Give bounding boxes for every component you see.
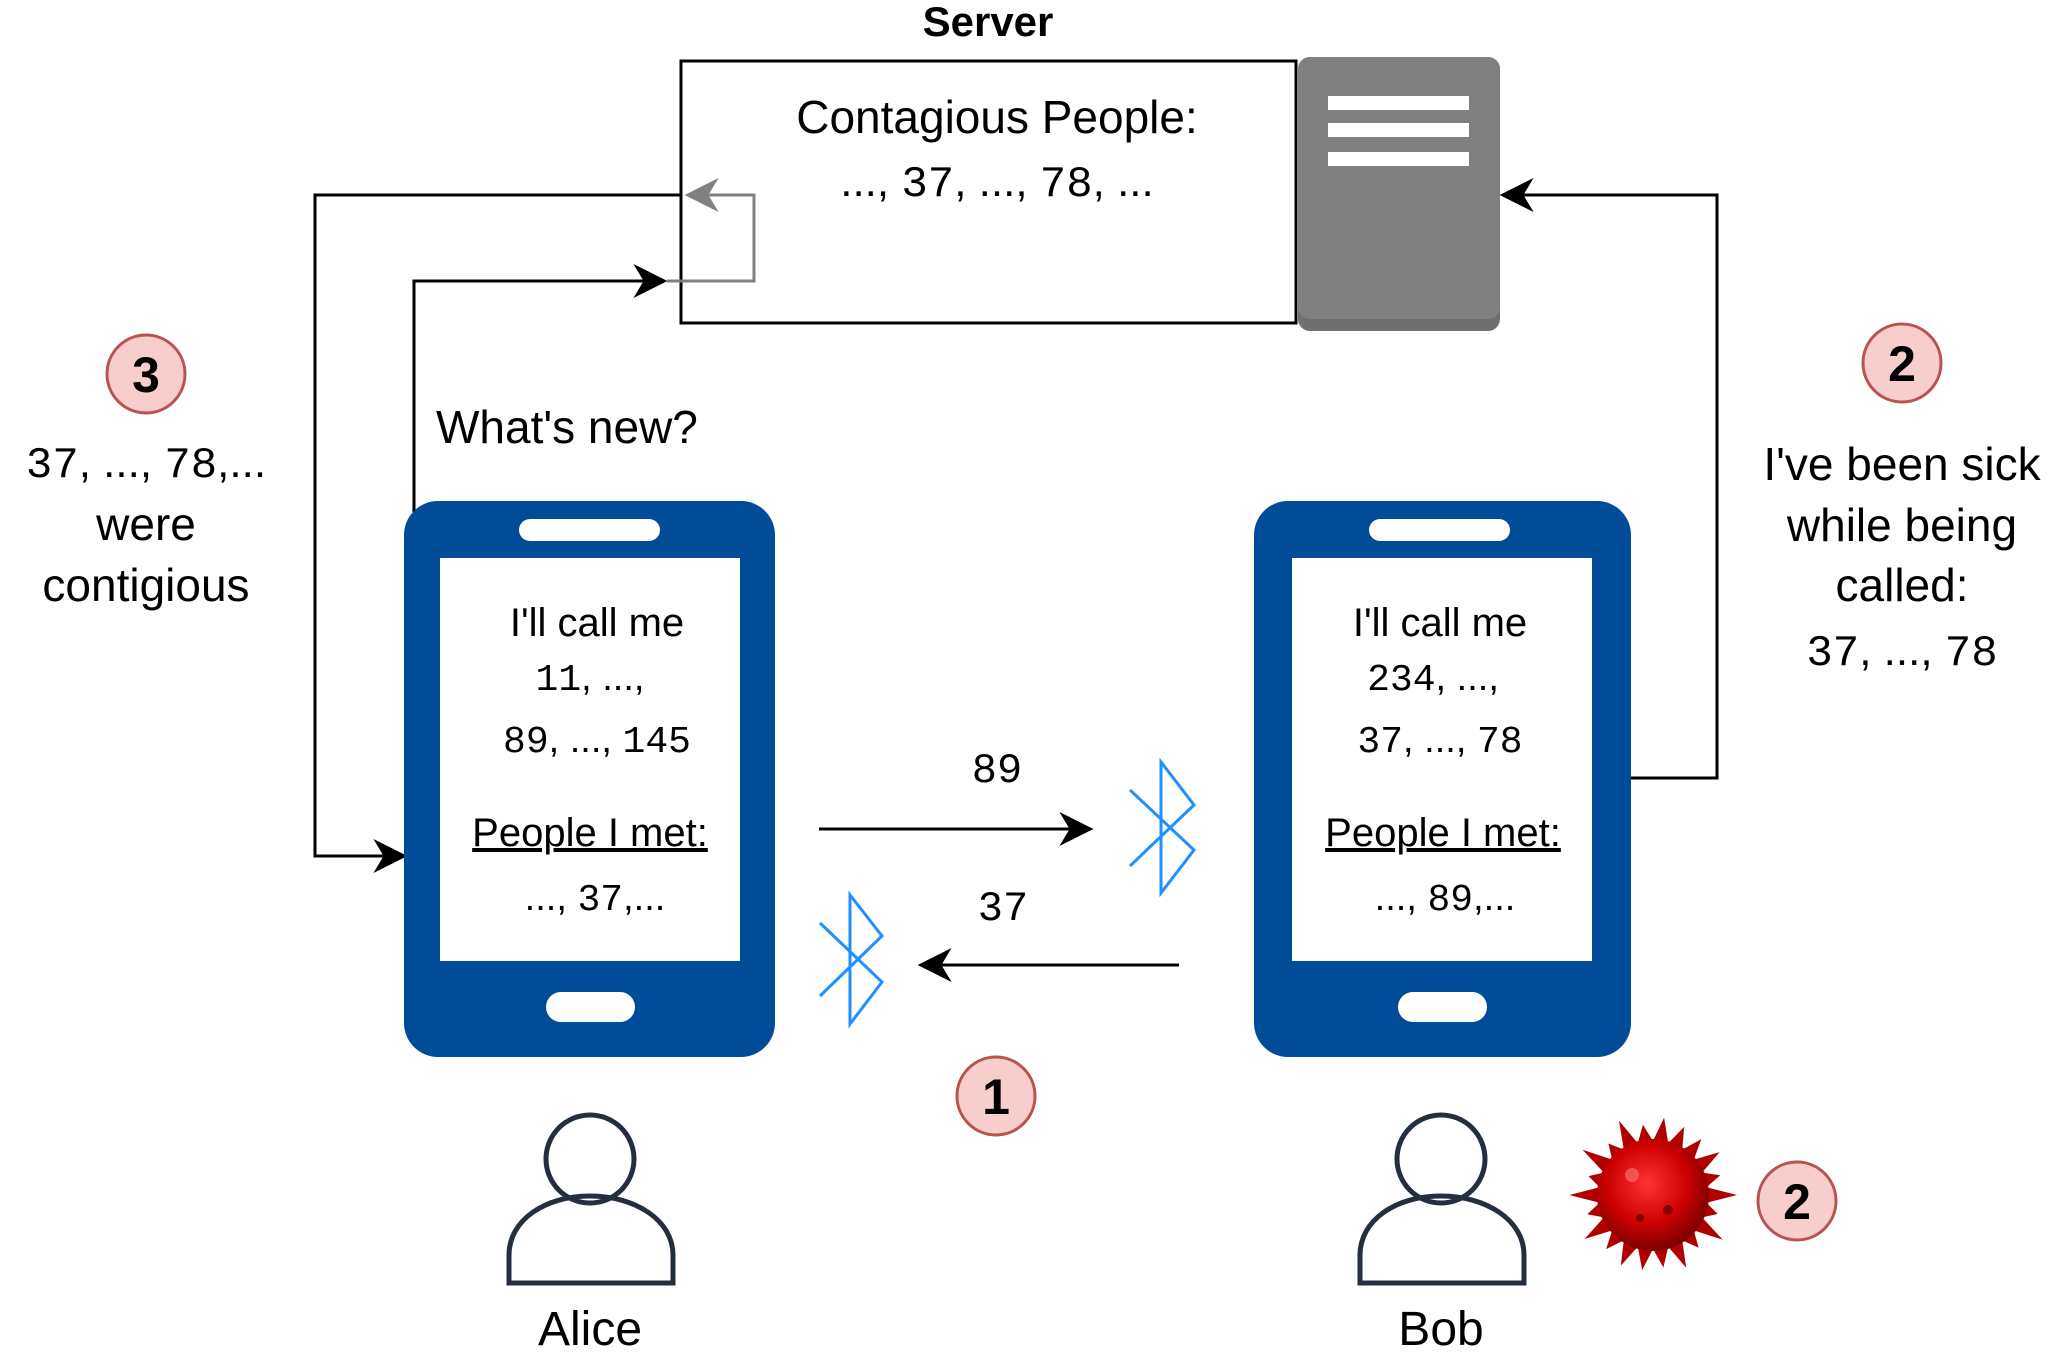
svg-text:were: were bbox=[95, 498, 196, 550]
alice-pseudonym-label: I'll call me bbox=[510, 601, 684, 645]
bob-name: Bob bbox=[1398, 1303, 1483, 1349]
bob-sends-value: 37 bbox=[978, 885, 1028, 933]
server-list-values: ..., 37, ..., 78, ... bbox=[840, 157, 1154, 210]
step-3-badge: 3 bbox=[105, 333, 187, 415]
alice-sends-value: 89 bbox=[972, 747, 1022, 795]
alice-pseudonyms-line1: 11, ..., bbox=[536, 657, 645, 702]
alice-avatar-icon bbox=[506, 1112, 676, 1286]
bluetooth-icon-bob bbox=[1128, 757, 1197, 898]
bob-upload-arrow bbox=[1499, 178, 1719, 780]
what-is-new-label: What's new? bbox=[436, 401, 698, 453]
server-title: Server bbox=[923, 0, 1054, 45]
bob-pseudonyms-line1: 234, ..., bbox=[1367, 657, 1499, 702]
alice-met-values: ..., 37,... bbox=[525, 877, 666, 922]
bob-phone: I'll call me 234, ..., 37, ..., 78 Peopl… bbox=[1254, 501, 1631, 1057]
svg-text:37, ..., 78: 37, ..., 78 bbox=[1806, 626, 1997, 679]
alice-query-arrow bbox=[412, 264, 668, 512]
alice-pseudonyms-line2: 89, ..., 145 bbox=[503, 719, 691, 764]
bob-pseudonym-label: I'll call me bbox=[1353, 601, 1527, 645]
svg-text:2: 2 bbox=[1888, 336, 1916, 392]
bob-pseudonyms-line2: 37, ..., 78 bbox=[1357, 719, 1522, 764]
server-rack-icon bbox=[1298, 57, 1500, 331]
bob-met-values: ..., 89,... bbox=[1375, 877, 1516, 922]
svg-text:I've been sick: I've been sick bbox=[1763, 438, 2041, 490]
step-2-badge: 2 bbox=[1861, 322, 1943, 404]
svg-text:1: 1 bbox=[982, 1069, 1010, 1125]
alice-phone: I'll call me 11, ..., 89, ..., 145 Peopl… bbox=[404, 501, 775, 1057]
svg-text:3: 3 bbox=[132, 347, 160, 403]
svg-text:contigious: contigious bbox=[42, 559, 249, 611]
svg-text:2: 2 bbox=[1783, 1174, 1811, 1230]
server-response-arrow bbox=[313, 193, 681, 873]
step-2-text: I've been sick while being called: 37, .… bbox=[1763, 438, 2041, 679]
step-2-virus-badge: 2 bbox=[1756, 1160, 1838, 1242]
bob-met-label: People I met: bbox=[1325, 811, 1561, 855]
alice-met-label: People I met: bbox=[472, 811, 708, 855]
step-1-badge: 1 bbox=[955, 1055, 1037, 1137]
bluetooth-icon-alice bbox=[818, 890, 885, 1029]
virus-icon bbox=[1569, 1117, 1737, 1270]
server-list-label: Contagious People: bbox=[796, 91, 1198, 143]
svg-text:while being: while being bbox=[1786, 499, 2017, 551]
alice-name: Alice bbox=[538, 1303, 642, 1349]
server-loop-arrow bbox=[667, 178, 756, 283]
server-box bbox=[679, 59, 1298, 325]
svg-text:37, ..., 78,...: 37, ..., 78,... bbox=[26, 438, 266, 491]
server: Server Contagious People: ..., 37, ..., … bbox=[667, 0, 1500, 331]
step-3-text: 37, ..., 78,... were contigious bbox=[26, 438, 266, 611]
svg-text:called:: called: bbox=[1836, 559, 1969, 611]
bob-avatar-icon bbox=[1357, 1112, 1527, 1286]
